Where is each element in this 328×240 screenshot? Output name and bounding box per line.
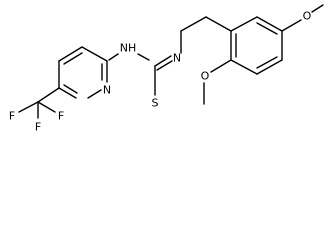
bond-cs-n-second <box>156 60 173 71</box>
bond-cs-n <box>154 55 172 67</box>
atom-labels: NH N S N F F F O O <box>9 10 312 134</box>
atom-nh: NH <box>120 42 137 55</box>
bond-c-f-right <box>37 101 56 113</box>
bond-bz-c4-c5 <box>256 59 283 75</box>
bond-ch2-ch2 <box>180 16 207 32</box>
atom-f-bottom: F <box>35 121 41 134</box>
bond-ring-o-bottom <box>210 59 232 73</box>
molecule-structure: NH N S N F F F O O <box>9 4 324 134</box>
bond-py-c6-n <box>87 89 102 99</box>
bond-bz-c2-c3 <box>256 16 283 32</box>
bond-c-f-left <box>18 101 39 113</box>
atom-o-bottom: O <box>201 70 210 83</box>
bond-py-c5-c6 <box>58 87 77 99</box>
bond-py-c2-c3 <box>81 46 108 62</box>
bond-bz-c5-c6 <box>230 59 258 75</box>
atom-o-top: O <box>303 10 312 23</box>
atom-s: S <box>152 97 159 110</box>
bond-bz-c1-c2 <box>230 16 258 32</box>
bond-ch2-ring <box>205 16 232 32</box>
atom-f-right: F <box>58 110 64 123</box>
bond-py-c5-c6-inner <box>63 84 78 94</box>
bond-py-c3-c4 <box>58 46 83 62</box>
bond-bz-c4-c5-inner <box>256 56 278 69</box>
bond-ring-o-top <box>281 19 302 32</box>
bond-nh-pyridine <box>108 53 119 61</box>
bond-bz-c2-c3-inner <box>256 22 278 35</box>
atom-f-left: F <box>9 110 15 123</box>
bond-py-c3-c4-inner <box>63 52 83 65</box>
atom-n-pyridine: N <box>103 84 111 97</box>
bond-o-ch3-top <box>311 4 324 13</box>
bond-ring-cf3 <box>37 87 60 103</box>
bonds <box>18 4 324 119</box>
atom-n-thiourea: N <box>173 52 181 65</box>
bond-nh-cs <box>137 53 150 61</box>
